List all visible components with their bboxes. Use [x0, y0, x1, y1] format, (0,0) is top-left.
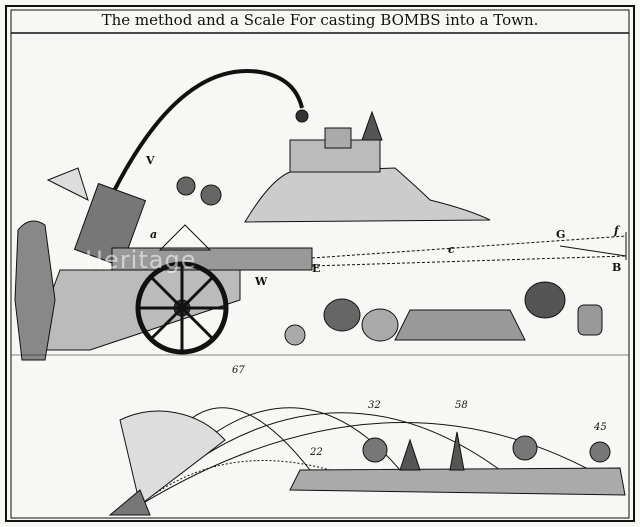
wheel-spokes	[138, 264, 226, 352]
label-a: a	[150, 228, 158, 241]
quadrant	[46, 167, 89, 201]
bomb-shell	[361, 308, 399, 342]
smoke	[362, 437, 388, 463]
castle-spire	[361, 110, 383, 141]
bomb-trajectory	[110, 69, 304, 196]
gunner-level	[158, 224, 212, 251]
bomb-shell	[323, 298, 361, 332]
grenade	[284, 324, 306, 346]
gun-carriage	[29, 269, 241, 351]
castle-keep	[324, 127, 352, 149]
label-f: f	[614, 224, 619, 237]
scale-number: 22	[310, 447, 323, 458]
scale-number: 32	[368, 400, 381, 411]
cannonball	[200, 184, 222, 206]
scale-number: 67	[232, 365, 245, 376]
gunner	[14, 220, 56, 361]
line-of-sight	[311, 235, 627, 259]
label-w: W	[255, 275, 268, 288]
inner-border	[10, 9, 630, 519]
label-b: B	[612, 261, 622, 274]
label-c: c	[448, 243, 455, 256]
plate-title: The method and a Scale For casting BOMBS…	[101, 11, 539, 29]
town-spires	[399, 431, 465, 471]
mortar	[73, 182, 147, 268]
line-of-sight	[311, 255, 627, 267]
smoke	[589, 441, 611, 463]
label-g: G	[556, 228, 566, 241]
bomb-shell	[524, 281, 566, 319]
quadrant-scale	[119, 410, 226, 506]
cannonball	[176, 176, 196, 196]
label-v: V	[146, 154, 155, 167]
outer-border	[5, 5, 635, 522]
smoke	[512, 435, 538, 461]
powder-barrel	[577, 304, 603, 336]
castle-hill	[244, 167, 491, 223]
scale-number: 58	[455, 400, 468, 411]
sight-line	[559, 245, 627, 257]
scale-number: 45	[594, 422, 607, 433]
cannonball-pile	[394, 309, 526, 341]
watermark: Heritage	[85, 246, 197, 274]
town	[289, 467, 626, 496]
label-e: E	[312, 262, 321, 275]
scale-mortar	[108, 489, 151, 516]
bomb	[295, 109, 309, 123]
